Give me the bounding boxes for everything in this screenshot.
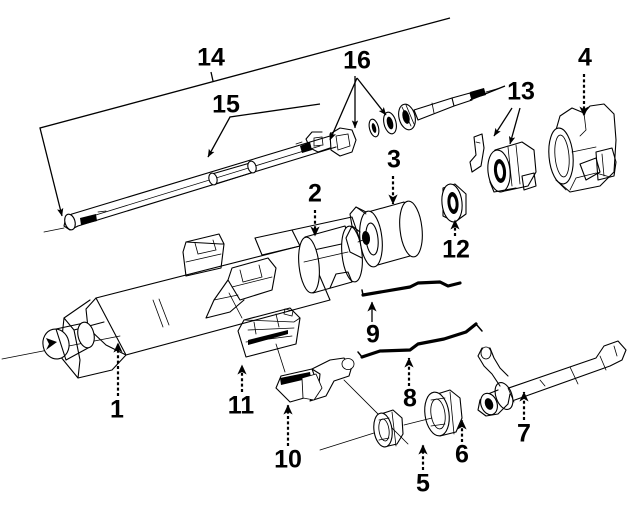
part-4-column-housing-cover [548, 103, 617, 193]
callout-label-14: 14 [197, 44, 225, 72]
part-5-small-bushing [319, 409, 433, 451]
callout-label-7: 7 [517, 420, 531, 448]
part-11-column-shift-housing [228, 292, 301, 358]
part-15-intermediate-shaft [43, 135, 337, 233]
callout-label-10: 10 [274, 446, 302, 474]
callout-label-9: 9 [366, 321, 380, 349]
leader-16 [329, 76, 387, 141]
leader-14 [39, 17, 451, 217]
callout-label-12: 12 [442, 236, 470, 264]
callout-label-6: 6 [455, 441, 469, 469]
part-3-upper-bearing-housing [345, 200, 423, 268]
callout-label-3: 3 [387, 146, 401, 174]
callout-label-4: 4 [578, 44, 592, 72]
callout-label-1: 1 [110, 396, 124, 424]
callout-labels: 1 2 3 4 5 6 7 8 9 10 11 12 13 14 15 16 [110, 44, 592, 498]
part-16-coupling-yoke-and-bearings [295, 87, 501, 157]
part-12-bearing-retainer-washer [441, 183, 467, 223]
callout-label-5: 5 [416, 470, 430, 498]
callout-label-11: 11 [228, 392, 255, 420]
part-13-lock-plate-and-bearing [469, 133, 537, 193]
part-8-shift-linkage-rod-lower [357, 322, 483, 359]
part-1-steering-column-jacket [1, 216, 361, 379]
leader-15 [207, 103, 321, 158]
part-6-shift-tube-bearing [424, 389, 463, 437]
part-9-shift-linkage-rod-upper [361, 280, 462, 297]
part-2-bearing-sleeve-collar [298, 225, 363, 294]
leader-13 [469, 85, 521, 145]
callout-label-16: 16 [343, 47, 371, 75]
part-10-shift-lever-bracket [275, 343, 409, 445]
callout-label-15: 15 [212, 91, 240, 119]
part-7-shift-tube [477, 340, 627, 417]
callout-label-2: 2 [308, 180, 322, 208]
callout-label-13: 13 [507, 78, 535, 106]
callout-label-8: 8 [403, 385, 417, 413]
